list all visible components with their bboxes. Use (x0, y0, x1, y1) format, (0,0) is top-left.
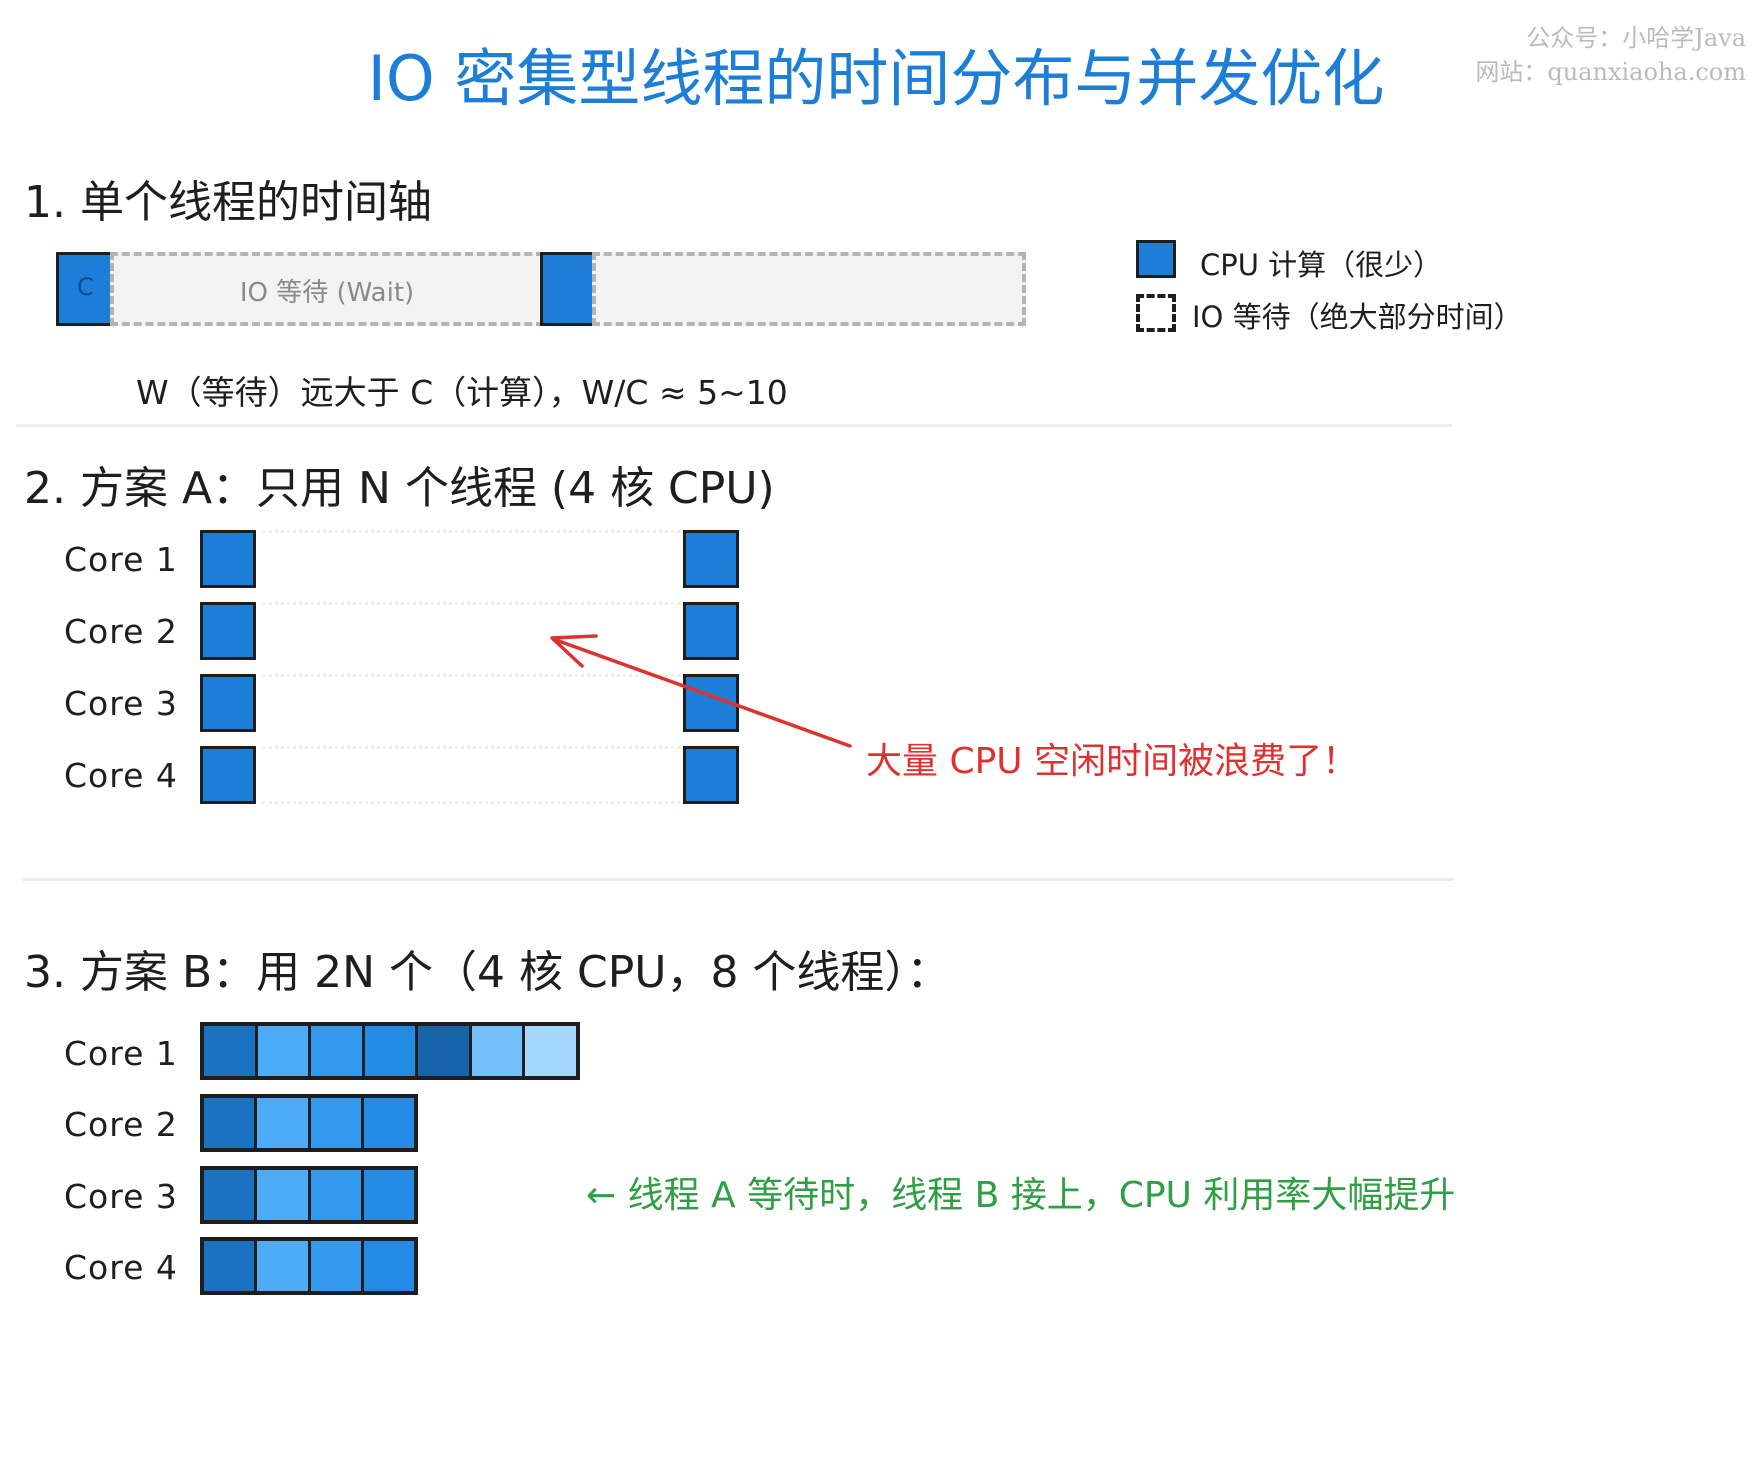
thread-segment (310, 1170, 364, 1220)
scheme-a-cpu-start (200, 530, 256, 588)
thread-segment (525, 1026, 577, 1076)
scheme-a-cpu-start (200, 602, 256, 660)
scheme-a-cpu-start (200, 746, 256, 804)
thread-segment (363, 1098, 414, 1148)
divider-2 (22, 878, 1454, 881)
thread-segment (471, 1026, 526, 1076)
scheme-b-core-bar (200, 1022, 580, 1080)
legend-cpu-swatch (1136, 240, 1176, 278)
scheme-a-idle-top (262, 530, 680, 533)
scheme-b-core-bar (200, 1237, 418, 1295)
scheme-a-idle-top (262, 746, 680, 749)
scheme-b-core-label: Core 1 (64, 1034, 178, 1073)
wait-compute-formula: W（等待）远大于 C（计算），W/C ≈ 5~10 (136, 373, 788, 412)
scheme-a-core-label: Core 3 (64, 684, 178, 723)
legend-cpu-label: CPU 计算（很少） (1200, 248, 1443, 282)
scheme-a-core-label: Core 1 (64, 540, 178, 579)
scheme-a-idle-top (262, 674, 680, 677)
cpu-block-label: C (77, 273, 94, 301)
io-wait-block-2 (592, 252, 1026, 326)
scheme-a-annotation: 大量 CPU 空闲时间被浪费了！ (866, 741, 1359, 782)
thread-segment (257, 1241, 311, 1291)
scheme-b-annotation: ← 线程 A 等待时，线程 B 接上，CPU 利用率大幅提升 (586, 1175, 1456, 1216)
section-3-heading: 3. 方案 B：用 2N 个（4 核 CPU，8 个线程）： (24, 947, 951, 998)
legend-io-label: IO 等待（绝大部分时间） (1192, 300, 1523, 334)
scheme-b-core-label: Core 2 (64, 1105, 178, 1144)
thread-segment (204, 1026, 258, 1076)
scheme-b-core-label: Core 3 (64, 1177, 178, 1216)
thread-segment (310, 1098, 364, 1148)
thread-segment (257, 1026, 312, 1076)
scheme-b-core-bar (200, 1166, 418, 1224)
page-title: IO 密集型线程的时间分布与并发优化 (367, 42, 1385, 115)
thread-segment (257, 1098, 311, 1148)
scheme-a-cpu-end (683, 530, 739, 588)
thread-segment (204, 1170, 258, 1220)
scheme-a-core-label: Core 2 (64, 612, 178, 651)
section-1-heading: 1. 单个线程的时间轴 (24, 177, 432, 228)
thread-segment (418, 1026, 472, 1076)
scheme-a-idle-top (262, 602, 680, 605)
thread-segment (311, 1026, 365, 1076)
thread-segment (364, 1026, 419, 1076)
thread-segment (363, 1241, 414, 1291)
scheme-a-cpu-end (683, 746, 739, 804)
io-wait-block-1: IO 等待 (Wait) (110, 252, 544, 326)
scheme-a-cpu-end (683, 602, 739, 660)
divider-1 (16, 424, 1452, 427)
watermark-line-1: 公众号：小哈学Java (1526, 24, 1746, 52)
thread-segment (204, 1098, 258, 1148)
thread-segment (363, 1170, 414, 1220)
scheme-b-core-label: Core 4 (64, 1248, 178, 1287)
io-wait-label: IO 等待 (Wait) (239, 278, 415, 308)
scheme-a-idle-bottom (262, 801, 680, 804)
scheme-b-core-bar (200, 1094, 418, 1152)
thread-segment (310, 1241, 364, 1291)
section-2-heading: 2. 方案 A：只用 N 个线程 (4 核 CPU) (24, 463, 775, 514)
thread-segment (204, 1241, 258, 1291)
scheme-a-core-label: Core 4 (64, 756, 178, 795)
watermark-line-2: 网站：quanxiaoha.com (1475, 58, 1746, 86)
cpu-block-1: C (56, 252, 114, 326)
legend-io-swatch (1136, 294, 1176, 332)
scheme-a-cpu-start (200, 674, 256, 732)
thread-segment (257, 1170, 311, 1220)
